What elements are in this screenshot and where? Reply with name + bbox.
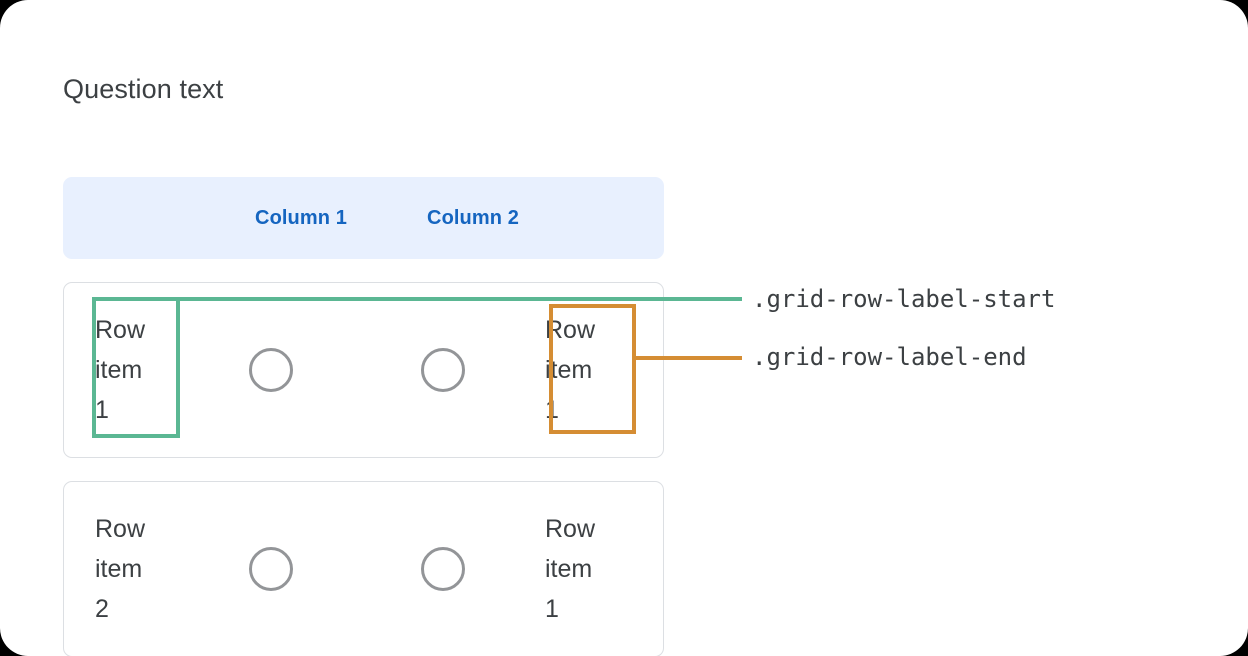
radio-grid: Column 1 Column 2 Row item 1 Row item 1: [63, 177, 664, 656]
annotation-label-grid-row-label-start: .grid-row-label-start: [752, 285, 1056, 313]
row-label-line: Row: [545, 316, 596, 344]
grid-cell-row2-col1[interactable]: [185, 547, 357, 591]
row-label-line: item: [545, 356, 593, 384]
row-label-line: 2: [95, 595, 109, 623]
grid-row-label-start-2: Row item 2: [95, 509, 185, 629]
row-label-line: 1: [545, 396, 559, 424]
grid-cell-row1-col2[interactable]: [357, 348, 529, 392]
page-title: Question text: [63, 74, 224, 104]
row-label-line: 1: [95, 396, 109, 424]
annotation-label-grid-row-label-end: .grid-row-label-end: [752, 343, 1027, 371]
row-label-line: Row: [95, 316, 146, 344]
radio-button-row1-col2[interactable]: [421, 348, 465, 392]
grid-row-label-end-1: Row item 1: [545, 310, 635, 430]
radio-button-row1-col1[interactable]: [249, 348, 293, 392]
grid-row-1: Row item 1 Row item 1: [63, 282, 664, 458]
radio-button-row2-col1[interactable]: [249, 547, 293, 591]
row-label-line: 1: [545, 595, 559, 623]
radio-button-row2-col2[interactable]: [421, 547, 465, 591]
grid-row-label-end-2: Row item 1: [545, 509, 635, 629]
row-label-line: Row: [95, 515, 146, 543]
grid-cell-row1-col1[interactable]: [185, 348, 357, 392]
grid-row-2: Row item 2 Row item 1: [63, 481, 664, 656]
row-label-line: Row: [545, 515, 596, 543]
row-label-line: item: [95, 356, 143, 384]
grid-column-header-2: Column 2: [427, 206, 519, 229]
grid-header-row: Column 1 Column 2: [63, 177, 664, 259]
grid-column-header-1: Column 1: [255, 206, 347, 229]
grid-cell-row2-col2[interactable]: [357, 547, 529, 591]
row-label-line: item: [95, 555, 143, 583]
grid-row-label-start-1: Row item 1: [95, 310, 185, 430]
row-label-line: item: [545, 555, 593, 583]
